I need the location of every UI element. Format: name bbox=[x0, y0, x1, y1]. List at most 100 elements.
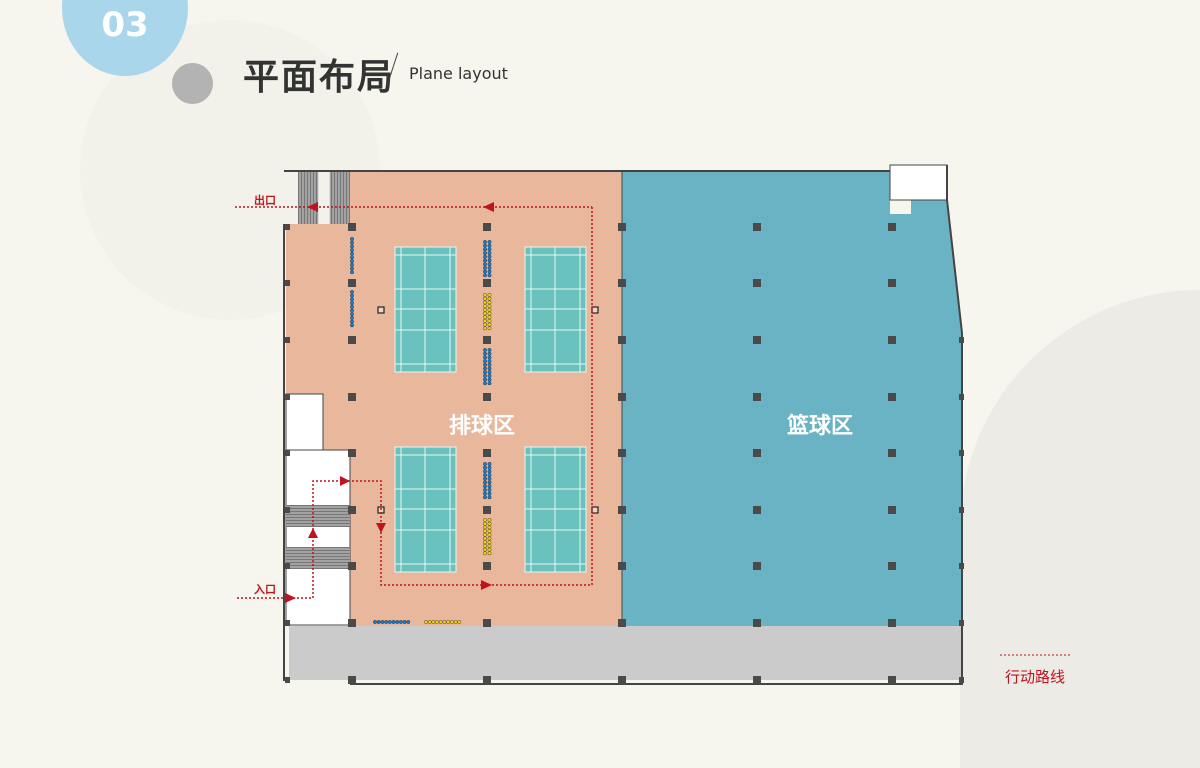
seat bbox=[487, 326, 492, 331]
structural-column bbox=[753, 449, 761, 457]
structural-column bbox=[618, 393, 626, 401]
badminton-court bbox=[524, 446, 587, 573]
route-path bbox=[235, 206, 593, 599]
seat bbox=[483, 366, 487, 371]
structural-column bbox=[483, 562, 491, 570]
courts bbox=[394, 246, 587, 573]
seat bbox=[483, 536, 487, 541]
structural-column bbox=[753, 336, 761, 344]
seat bbox=[487, 262, 492, 267]
section-number: 03 bbox=[101, 5, 149, 45]
structural-column bbox=[888, 619, 896, 627]
seat bbox=[487, 370, 492, 375]
badminton-court bbox=[524, 246, 587, 373]
seat bbox=[483, 351, 487, 356]
seating-row bbox=[483, 293, 492, 331]
seat bbox=[483, 551, 487, 556]
seat bbox=[487, 307, 492, 312]
seat bbox=[384, 620, 388, 624]
seat bbox=[487, 247, 492, 252]
seat bbox=[483, 370, 487, 375]
seat bbox=[487, 355, 492, 360]
seat bbox=[483, 525, 487, 530]
seat bbox=[387, 620, 392, 624]
structural-column bbox=[888, 676, 896, 684]
structural-column bbox=[959, 337, 964, 343]
seat bbox=[483, 269, 487, 274]
seat bbox=[487, 293, 492, 297]
structural-column bbox=[483, 279, 491, 287]
structural-column bbox=[483, 506, 491, 514]
seat bbox=[373, 620, 377, 624]
pillar-outline bbox=[377, 306, 385, 314]
structural-column bbox=[959, 507, 964, 513]
seat bbox=[483, 529, 487, 533]
seat bbox=[483, 322, 487, 327]
seat bbox=[350, 259, 354, 264]
seat bbox=[487, 495, 492, 500]
seat bbox=[457, 620, 462, 624]
seat bbox=[483, 254, 487, 259]
seat bbox=[483, 262, 487, 267]
seat bbox=[402, 620, 407, 624]
seat bbox=[406, 620, 411, 624]
seat bbox=[350, 244, 354, 249]
seat bbox=[350, 262, 354, 267]
structural-column bbox=[483, 336, 491, 344]
structural-column bbox=[888, 562, 896, 570]
seat bbox=[487, 491, 492, 496]
seat bbox=[483, 273, 487, 278]
seat bbox=[487, 351, 492, 356]
seat bbox=[483, 465, 487, 470]
seat bbox=[483, 315, 487, 320]
seat bbox=[350, 297, 354, 302]
structural-column bbox=[888, 223, 896, 231]
seat bbox=[483, 293, 487, 297]
seating-row bbox=[483, 348, 492, 386]
seat bbox=[483, 377, 487, 382]
structural-column bbox=[285, 620, 290, 626]
seat bbox=[487, 381, 492, 386]
structural-column bbox=[753, 562, 761, 570]
page-title: 平面布局 bbox=[243, 57, 396, 98]
corridor-area bbox=[289, 626, 962, 680]
seat bbox=[350, 308, 354, 313]
seat bbox=[483, 540, 487, 545]
seat bbox=[483, 473, 487, 477]
structural-column bbox=[483, 449, 491, 457]
seating-row bbox=[483, 240, 492, 278]
seat bbox=[483, 480, 487, 485]
seat bbox=[483, 311, 487, 316]
structural-column bbox=[959, 394, 964, 400]
page-subtitle: Plane layout bbox=[409, 64, 508, 83]
structural-column bbox=[959, 450, 964, 456]
seat bbox=[487, 322, 492, 327]
structural-column bbox=[959, 677, 964, 683]
structural-column bbox=[285, 280, 290, 286]
structural-column bbox=[483, 619, 491, 627]
structural-column bbox=[483, 393, 491, 401]
seat bbox=[446, 620, 451, 624]
stair-hall bbox=[285, 449, 351, 626]
structural-column bbox=[285, 563, 290, 569]
structural-column bbox=[348, 336, 356, 344]
seat bbox=[431, 620, 436, 624]
seating-row bbox=[373, 620, 411, 624]
seat bbox=[483, 487, 487, 492]
decorative-circle bbox=[172, 63, 213, 104]
seat bbox=[487, 304, 492, 308]
seat bbox=[350, 315, 354, 320]
structural-column bbox=[888, 336, 896, 344]
structural-column bbox=[618, 619, 626, 627]
seat bbox=[435, 620, 439, 624]
structural-column bbox=[285, 450, 290, 456]
stair-treads bbox=[286, 171, 350, 568]
seat bbox=[449, 620, 454, 624]
seat bbox=[483, 326, 487, 331]
seat bbox=[350, 248, 354, 253]
seat bbox=[483, 462, 487, 466]
seat bbox=[483, 484, 487, 489]
seat bbox=[487, 359, 492, 363]
structural-column bbox=[753, 223, 761, 231]
structural-column bbox=[753, 279, 761, 287]
